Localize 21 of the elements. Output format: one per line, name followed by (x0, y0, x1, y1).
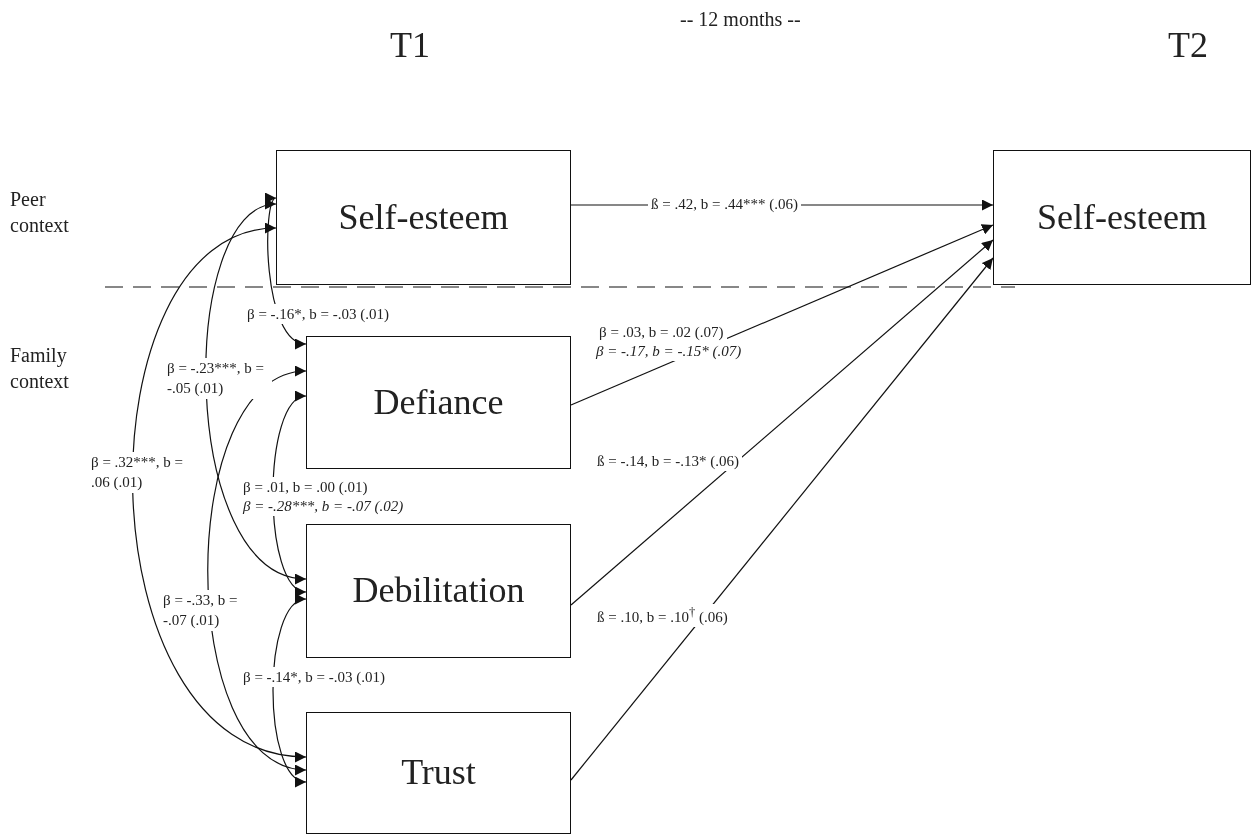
variable-box (276, 150, 571, 285)
variable-label: Self-esteem (338, 197, 509, 238)
context-label: Family context (10, 343, 70, 394)
variable-label: Self-esteem (1037, 197, 1207, 238)
variable-label: Defiance (373, 382, 504, 423)
time-heading: T2 (1168, 24, 1208, 67)
variable-label: Trust (401, 753, 476, 793)
variable-label: Debilitation (352, 571, 525, 611)
variable-box (306, 712, 571, 834)
double-headed-arrow (205, 202, 307, 582)
context-label: Peer context (10, 187, 70, 238)
double-headed-arrow (132, 225, 307, 761)
context-label: -- 12 months -- (680, 7, 801, 32)
variable-box (306, 524, 571, 658)
edge-label: β = -.23***, b = -.05 (.01) (164, 358, 272, 399)
time-heading: T1 (390, 24, 430, 67)
edge-label: ß = .10, b = .10$^{†}$ (.06) (594, 604, 731, 628)
variable-box (993, 150, 1251, 285)
arrow (570, 239, 994, 606)
arrow (570, 257, 994, 781)
variable-box (306, 336, 571, 469)
